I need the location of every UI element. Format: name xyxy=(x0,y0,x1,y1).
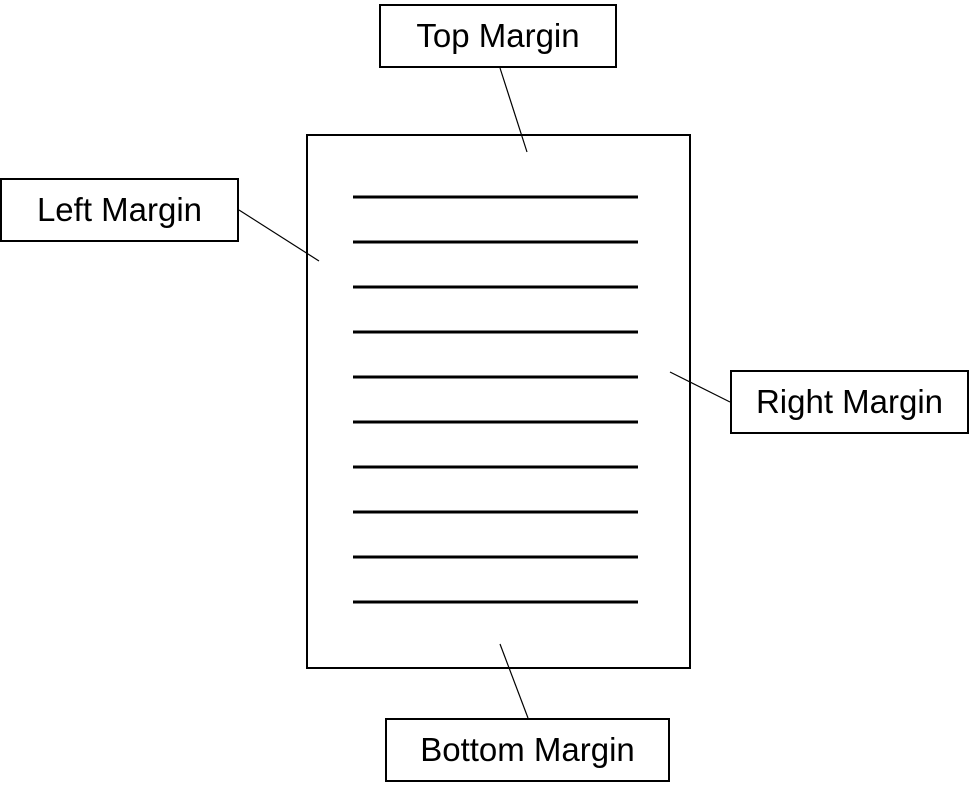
page-outline xyxy=(306,134,691,669)
bottom-margin-leader xyxy=(499,643,529,719)
page-text-lines xyxy=(353,195,638,604)
top-margin-label: Top Margin xyxy=(379,4,617,68)
bottom-margin-label: Bottom Margin xyxy=(385,718,670,782)
top-margin-leader xyxy=(499,67,528,153)
left-margin-leader xyxy=(238,209,320,262)
right-margin-label: Right Margin xyxy=(730,370,969,434)
left-margin-label: Left Margin xyxy=(0,178,239,242)
right-margin-leader xyxy=(669,371,731,403)
